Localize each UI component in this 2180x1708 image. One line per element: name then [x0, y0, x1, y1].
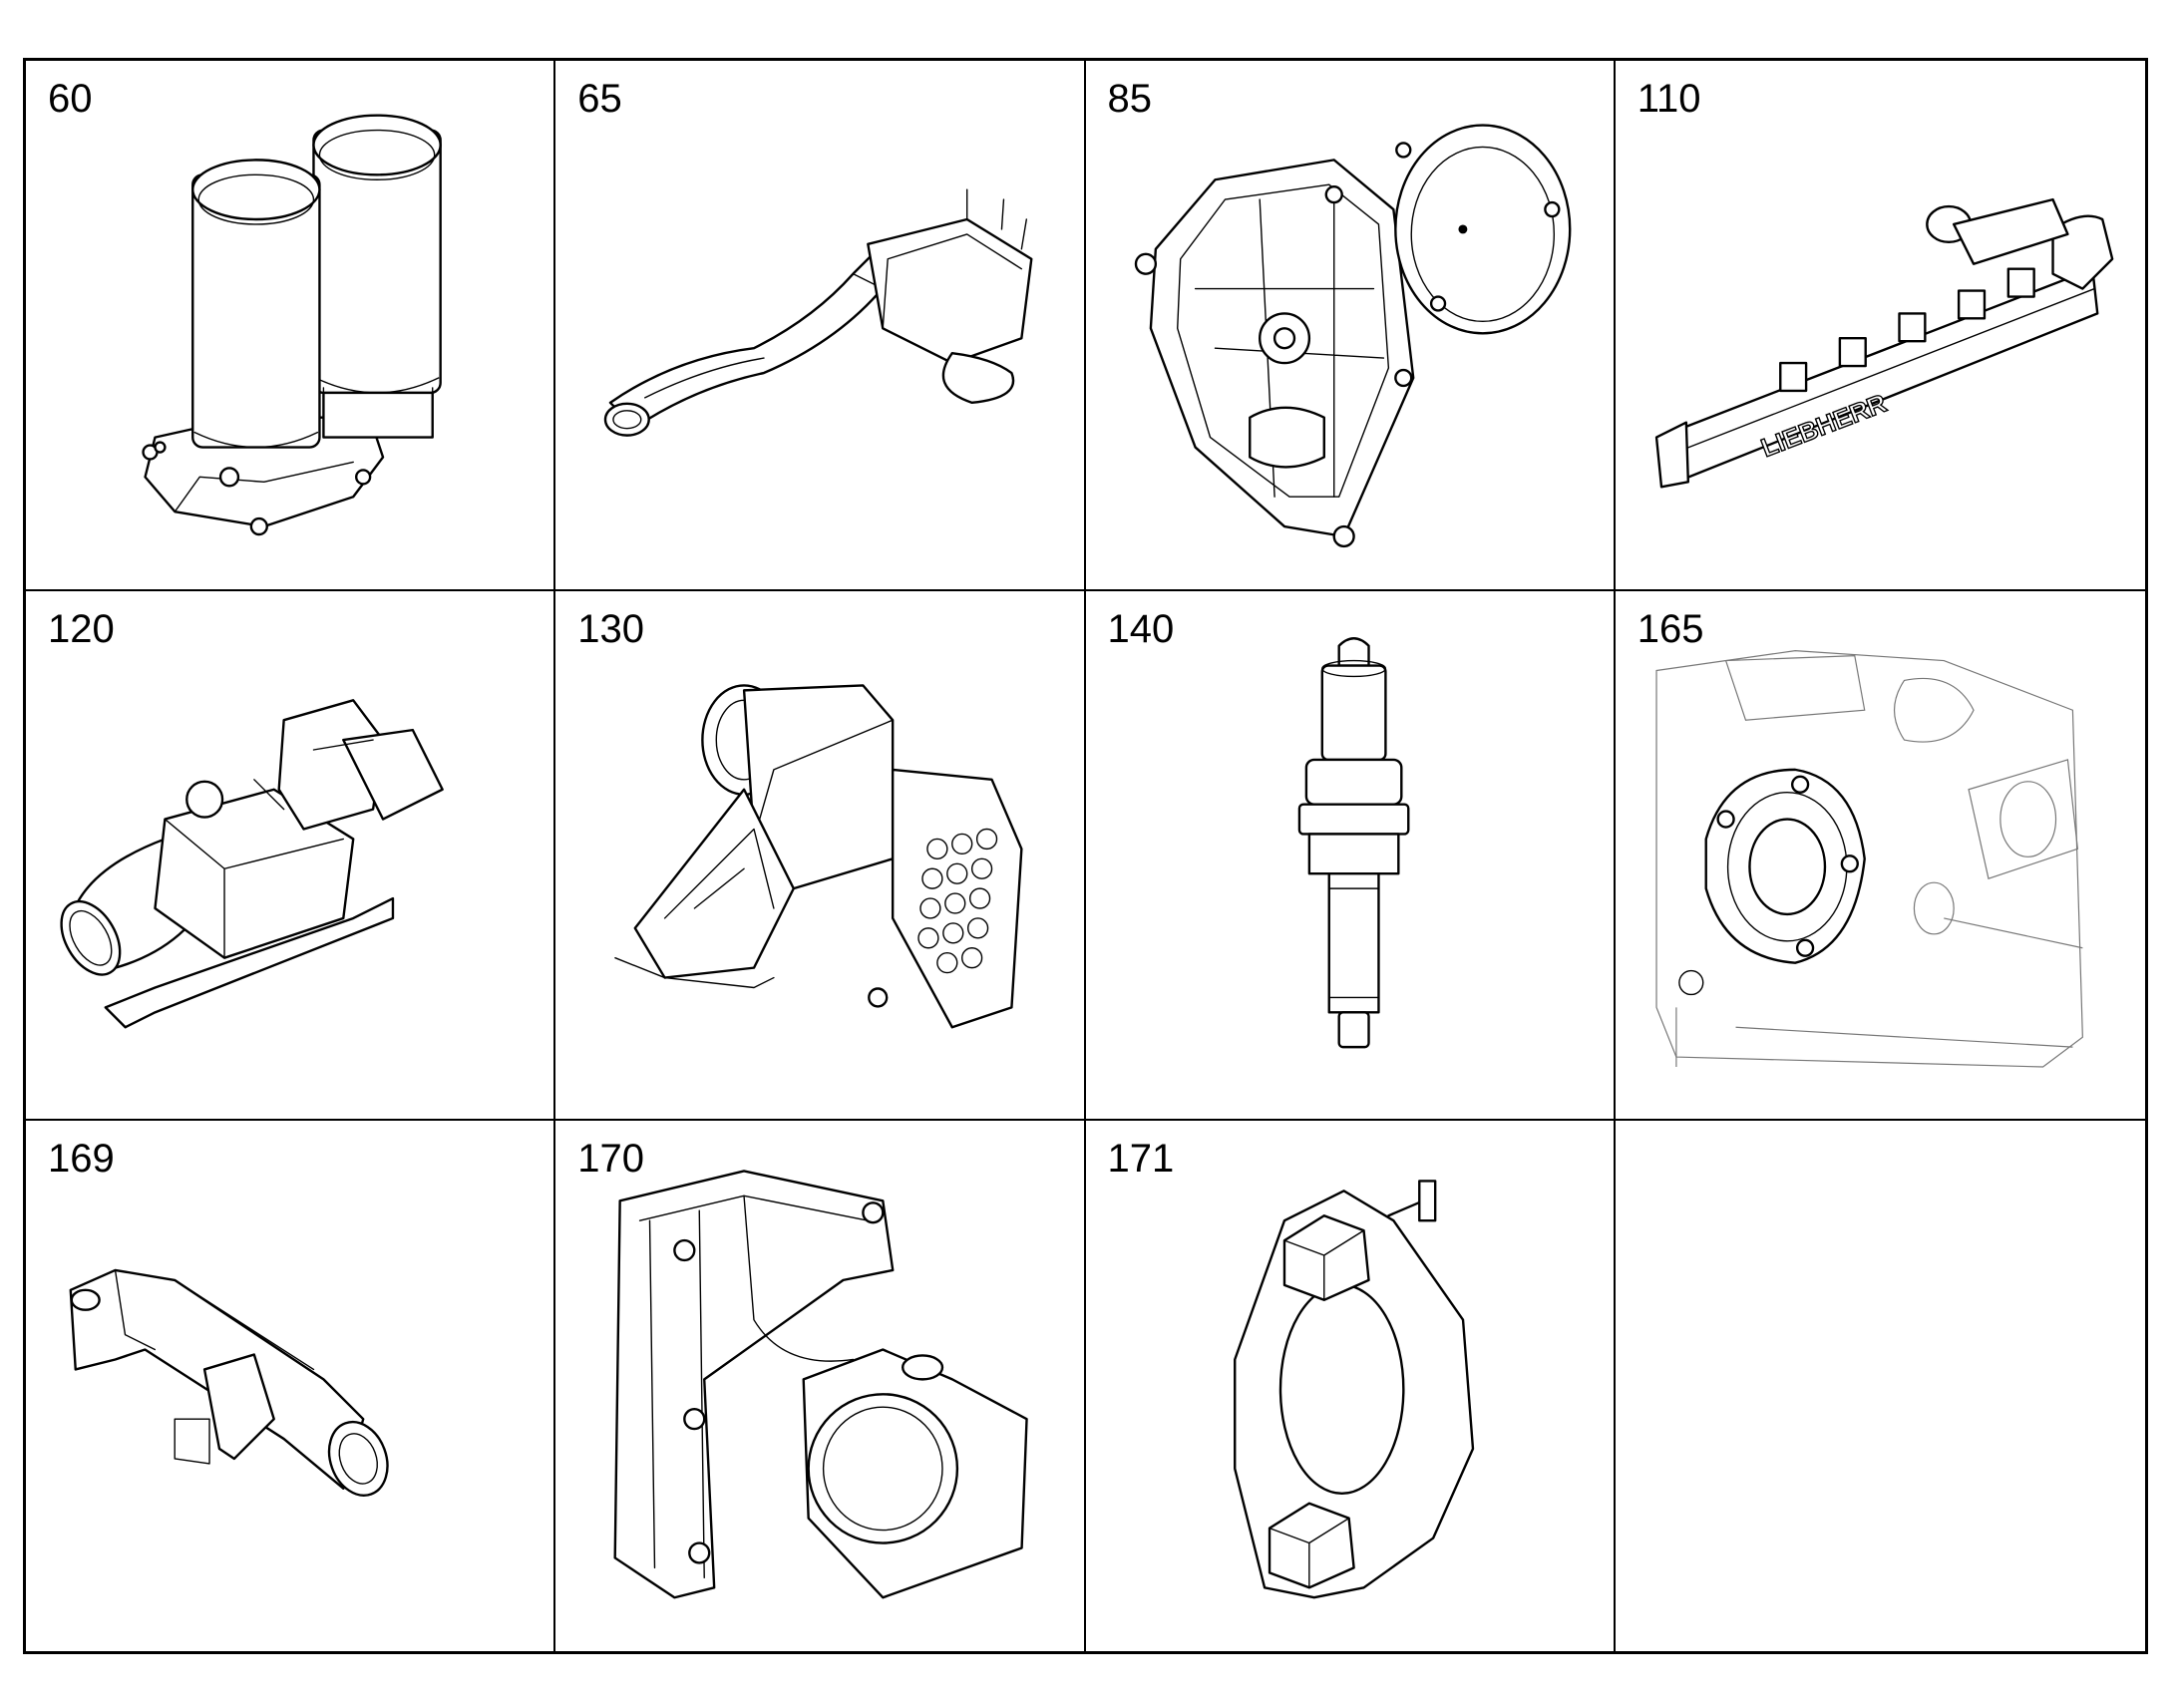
spark-plug-icon [1086, 591, 1614, 1120]
part-cell-120[interactable]: 120 [26, 590, 556, 1122]
part-cell-85[interactable]: 85 [1085, 61, 1616, 591]
bearing-bracket-icon [555, 1121, 1083, 1651]
cover-plate-icon [1086, 61, 1614, 589]
part-number: 120 [48, 606, 115, 651]
flange-clamp-icon [1086, 1121, 1614, 1651]
exhaust-manifold-icon: LIEBHERR [1616, 61, 2145, 589]
part-cell-140[interactable]: 140 [1085, 590, 1616, 1122]
part-cell-169[interactable]: 169 [26, 1121, 556, 1651]
parts-grid: 60 65 [23, 58, 2148, 1654]
part-number: 170 [577, 1137, 644, 1182]
part-number: 169 [48, 1137, 115, 1182]
part-number: 130 [577, 606, 644, 651]
part-number: 140 [1107, 606, 1175, 651]
intake-pipe-icon [555, 61, 1083, 589]
part-cell-171[interactable]: 171 [1086, 1121, 1616, 1651]
part-cell-170[interactable]: 170 [555, 1121, 1086, 1651]
part-cell-60[interactable]: 60 [26, 61, 556, 591]
part-number: 110 [1636, 77, 1701, 121]
part-number: 165 [1636, 606, 1704, 651]
twin-filter-icon [26, 61, 553, 589]
empty-cell [1616, 1121, 2145, 1651]
part-cell-65[interactable]: 65 [555, 61, 1086, 591]
part-number: 65 [577, 77, 622, 121]
part-cell-110[interactable]: 110 LIEBHERR [1615, 61, 2145, 591]
part-number: 60 [48, 77, 93, 121]
air-housing-icon [555, 591, 1083, 1120]
part-number: 171 [1107, 1137, 1175, 1182]
flange-housing-icon [1616, 591, 2145, 1120]
part-cell-130[interactable]: 130 [555, 590, 1086, 1122]
part-number: 85 [1107, 77, 1153, 121]
throttle-assembly-icon [26, 591, 553, 1120]
part-cell-165[interactable]: 165 [1615, 591, 2145, 1122]
pipe-bracket-icon [26, 1121, 553, 1651]
